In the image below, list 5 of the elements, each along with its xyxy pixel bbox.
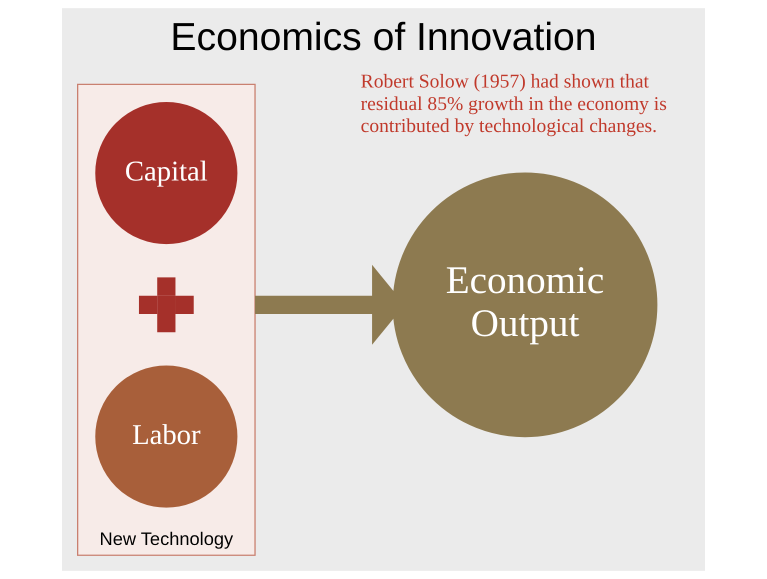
node-circle: Capital xyxy=(95,102,238,244)
label: Robert Solow (1957) had shown that residual 85% growth in the economy is contributed by technological changes. xyxy=(360,72,667,138)
node-circle: Labor xyxy=(95,365,238,508)
diagram-title: Economics of Innovation xyxy=(170,16,597,59)
node-circle: Economic Output xyxy=(392,172,658,438)
